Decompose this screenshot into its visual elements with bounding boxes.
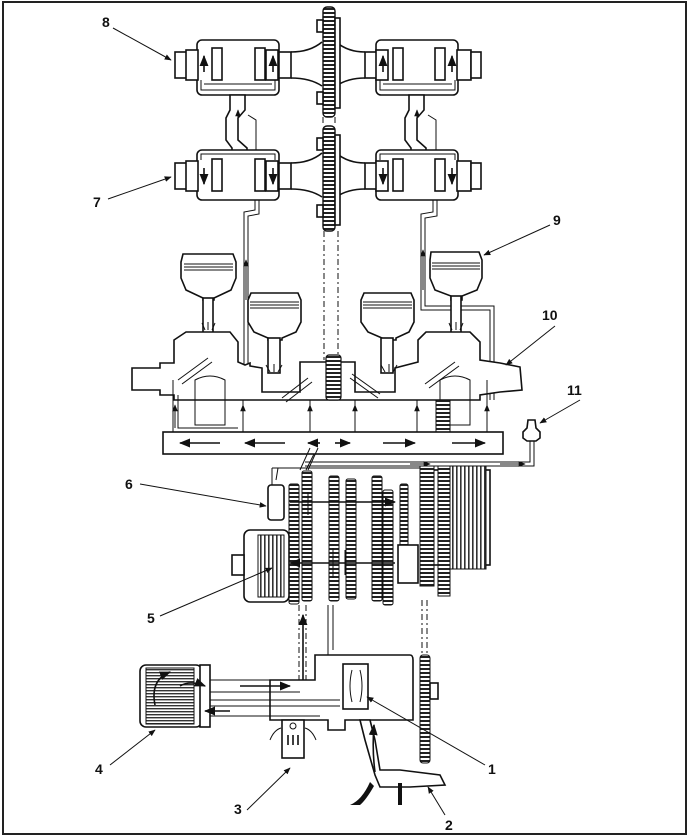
callout-5: 5 (147, 567, 273, 626)
callout-label-11: 11 (567, 382, 582, 398)
callout-label-6: 6 (125, 476, 133, 492)
cam-sprocket-lower (316, 125, 341, 232)
callout-6: 6 (125, 476, 267, 508)
head-oil-feed-lines (243, 200, 495, 400)
oil-filter (139, 664, 340, 728)
oil-pump-lines (298, 600, 428, 690)
callout-2: 2 (427, 786, 453, 833)
callout-1: 1 (366, 696, 496, 777)
callout-label-1: 1 (488, 761, 496, 777)
camshaft-assembly-upper (174, 39, 482, 96)
transmission (267, 447, 491, 606)
main-oil-gallery (162, 431, 504, 455)
callout-7: 7 (93, 176, 172, 210)
oil-pressure-switch (305, 419, 541, 467)
piston-3 (360, 292, 415, 374)
clutch (231, 529, 290, 603)
callout-10: 10 (505, 307, 558, 366)
callout-label-8: 8 (102, 14, 110, 30)
oil-strainer (350, 719, 447, 805)
callout-label-5: 5 (147, 610, 155, 626)
callout-label-7: 7 (93, 194, 101, 210)
cam-chain-centerline (322, 117, 339, 360)
callout-9: 9 (483, 212, 561, 256)
callout-label-4: 4 (95, 761, 103, 777)
callout-label-10: 10 (542, 307, 558, 323)
callout-11: 11 (539, 382, 582, 424)
oil-passage-cam-vertical (225, 94, 437, 161)
callout-4: 4 (95, 729, 156, 777)
callout-3: 3 (234, 767, 291, 817)
piston-1 (180, 253, 237, 339)
cam-sprocket-upper (316, 6, 341, 118)
callout-label-2: 2 (445, 817, 453, 833)
piston-2 (247, 292, 302, 374)
callout-8: 8 (102, 14, 172, 61)
callout-label-9: 9 (553, 212, 561, 228)
callout-label-3: 3 (234, 801, 242, 817)
relief-valve (269, 719, 317, 759)
crankshaft (131, 322, 523, 439)
